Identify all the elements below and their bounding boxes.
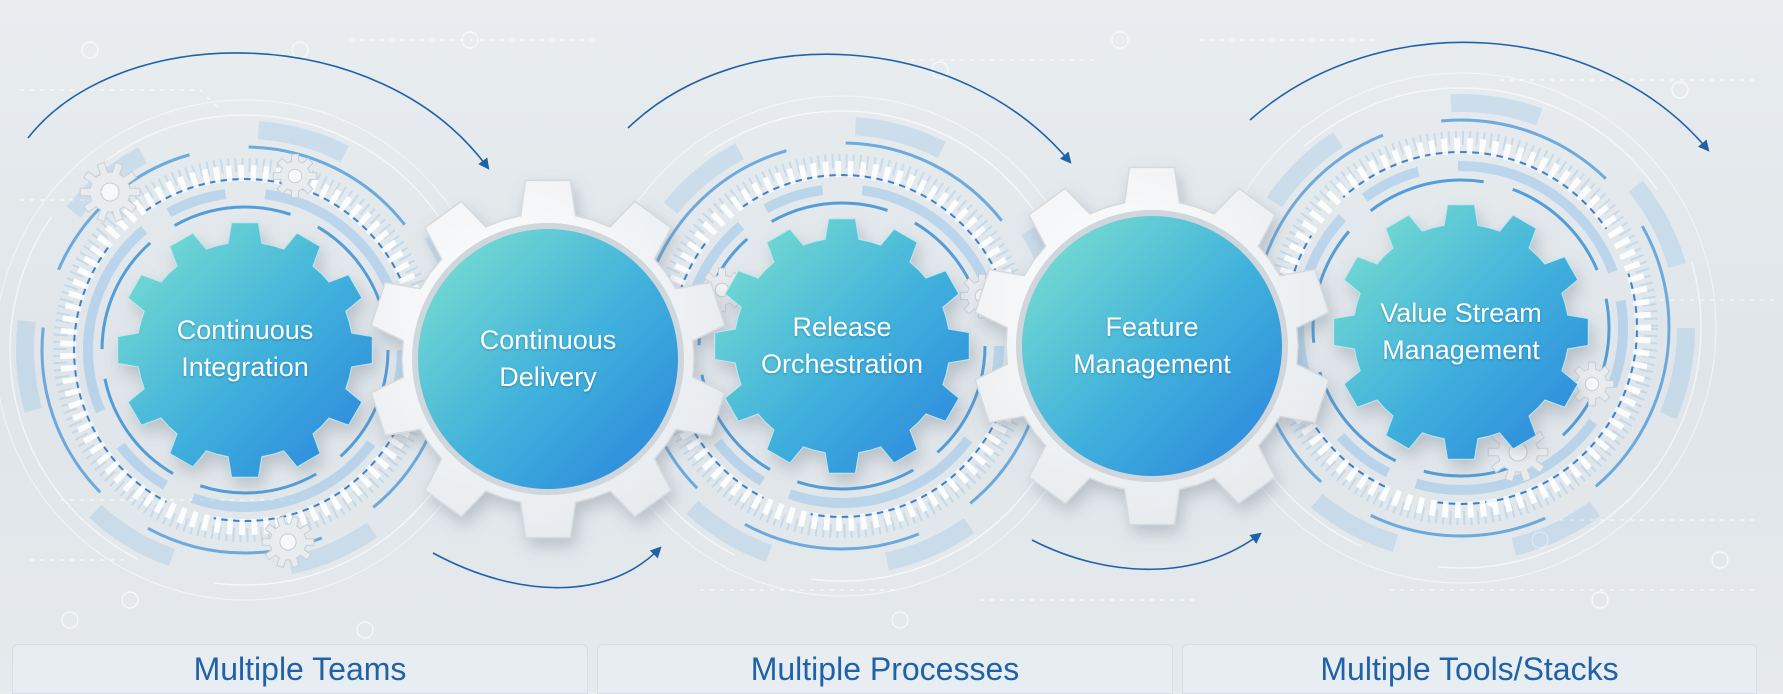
arrow-icon (432, 546, 662, 589)
flow-arrows (27, 41, 1710, 589)
gear-diagram (16, 41, 1710, 589)
footer-label: Multiple Processes (750, 650, 1020, 687)
blue-gear (117, 222, 373, 478)
arrow-icon (1031, 532, 1262, 571)
small-gears (79, 153, 1615, 569)
footer-tab-tools: Multiple Tools/Stacks (1182, 644, 1757, 694)
blue-gear (714, 218, 970, 474)
arrow-icon (627, 53, 1072, 164)
blue-gear (1333, 204, 1589, 460)
main-gears (117, 166, 1589, 539)
arrow-icon (1249, 41, 1710, 152)
white-gear (370, 179, 726, 539)
footer-label: Multiple Tools/Stacks (1320, 650, 1619, 687)
arrow-icon (27, 52, 490, 170)
white-gear (974, 166, 1330, 526)
footer-label: Multiple Teams (193, 650, 407, 687)
footer-tab-teams: Multiple Teams (12, 644, 588, 694)
footer-tab-processes: Multiple Processes (597, 644, 1173, 694)
